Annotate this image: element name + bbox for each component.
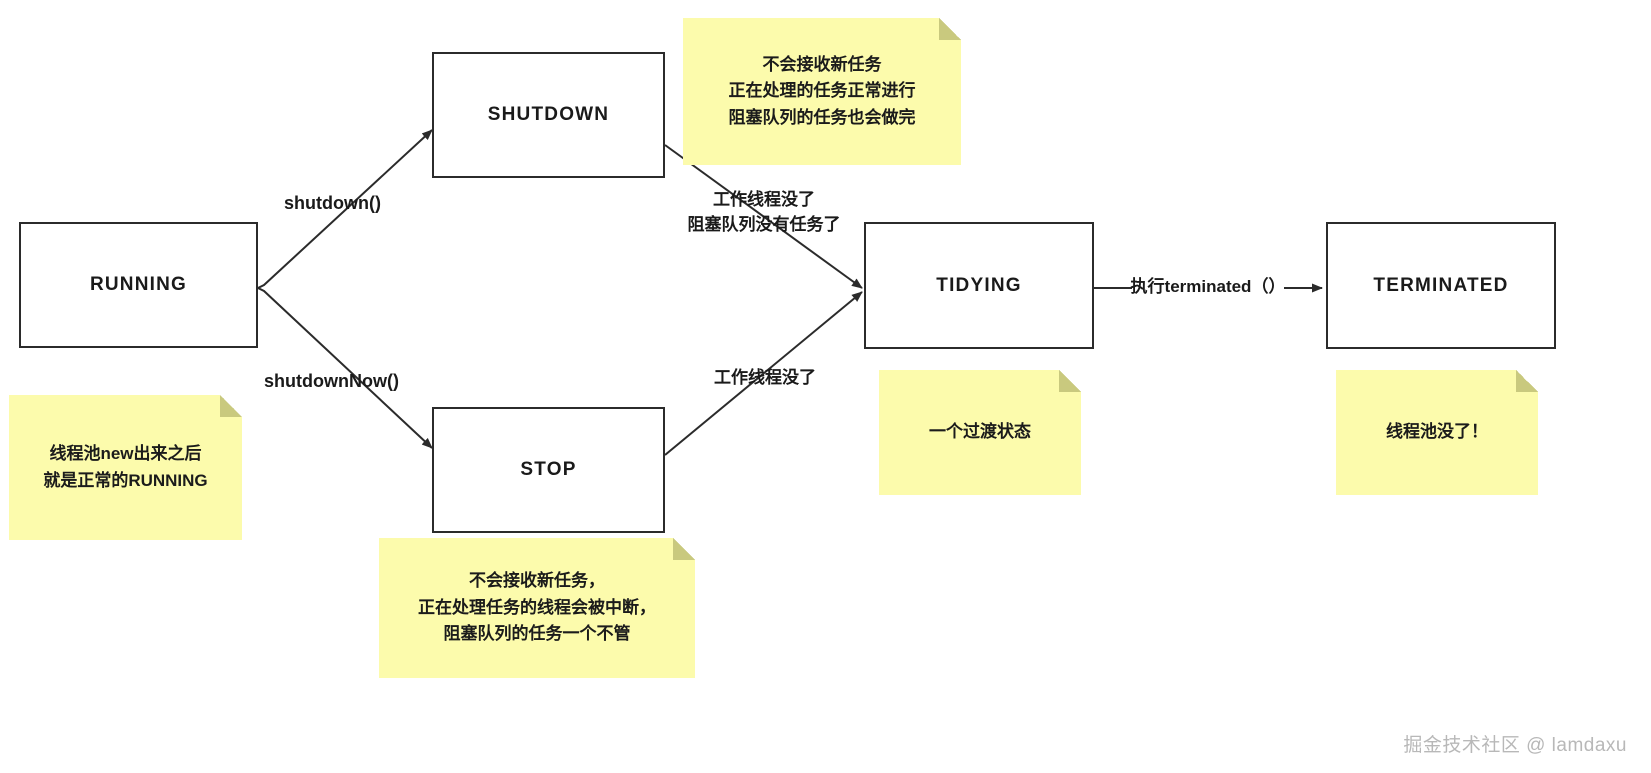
state-label-running: RUNNING (89, 274, 188, 295)
edge-label-shutdown-call: shutdown() (284, 193, 381, 213)
state-box-stop[interactable]: STOP (432, 407, 665, 533)
edge-label-tidying-to-terminated: 执行terminated（） (1130, 277, 1286, 296)
note-fold-corner-icon (1059, 370, 1081, 392)
sticky-note-running-text: 线程池new出来之后 就是正常的RUNNING (43, 444, 208, 490)
state-label-tidying: TIDYING (936, 274, 1022, 296)
state-box-shutdown[interactable]: SHUTDOWN (432, 52, 665, 178)
note-fold-corner-icon (673, 538, 695, 560)
note-fold-corner-icon (1516, 370, 1538, 392)
edge-label-shutdown-to-tidying: 工作线程没了 阻塞队列没有任务了 (687, 190, 841, 234)
sticky-note-shutdown: 不会接收新任务 正在处理的任务正常进行 阻塞队列的任务也会做完 (683, 18, 961, 165)
note-fold-corner-icon (220, 395, 242, 417)
sticky-note-stop: 不会接收新任务， 正在处理任务的线程会被中断， 阻塞队列的任务一个不管 (379, 538, 695, 678)
sticky-note-terminated: 线程池没了！ (1336, 370, 1538, 495)
sticky-note-running: 线程池new出来之后 就是正常的RUNNING (9, 395, 242, 540)
watermark: 掘金技术社区 @ lamdaxu (1403, 735, 1627, 756)
state-label-terminated: TERMINATED (1373, 274, 1509, 296)
state-label-stop: STOP (520, 459, 577, 480)
edge-label-shutdown-now-call: shutdownNow() (264, 371, 399, 391)
sticky-note-tidying-text: 一个过渡状态 (929, 422, 1031, 442)
state-box-running[interactable]: RUNNING (19, 222, 258, 348)
sticky-note-shutdown-text: 不会接收新任务 正在处理的任务正常进行 阻塞队列的任务也会做完 (728, 54, 916, 127)
edge-label-stop-to-tidying: 工作线程没了 (714, 368, 816, 387)
note-fold-corner-icon (939, 18, 961, 40)
sticky-note-tidying: 一个过渡状态 (879, 370, 1081, 495)
state-box-tidying[interactable]: TIDYING (864, 222, 1094, 349)
sticky-note-terminated-text: 线程池没了！ (1386, 422, 1488, 442)
state-label-shutdown: SHUTDOWN (487, 104, 610, 125)
sticky-note-stop-text: 不会接收新任务， 正在处理任务的线程会被中断， 阻塞队列的任务一个不管 (418, 571, 656, 644)
state-box-terminated[interactable]: TERMINATED (1326, 222, 1556, 349)
